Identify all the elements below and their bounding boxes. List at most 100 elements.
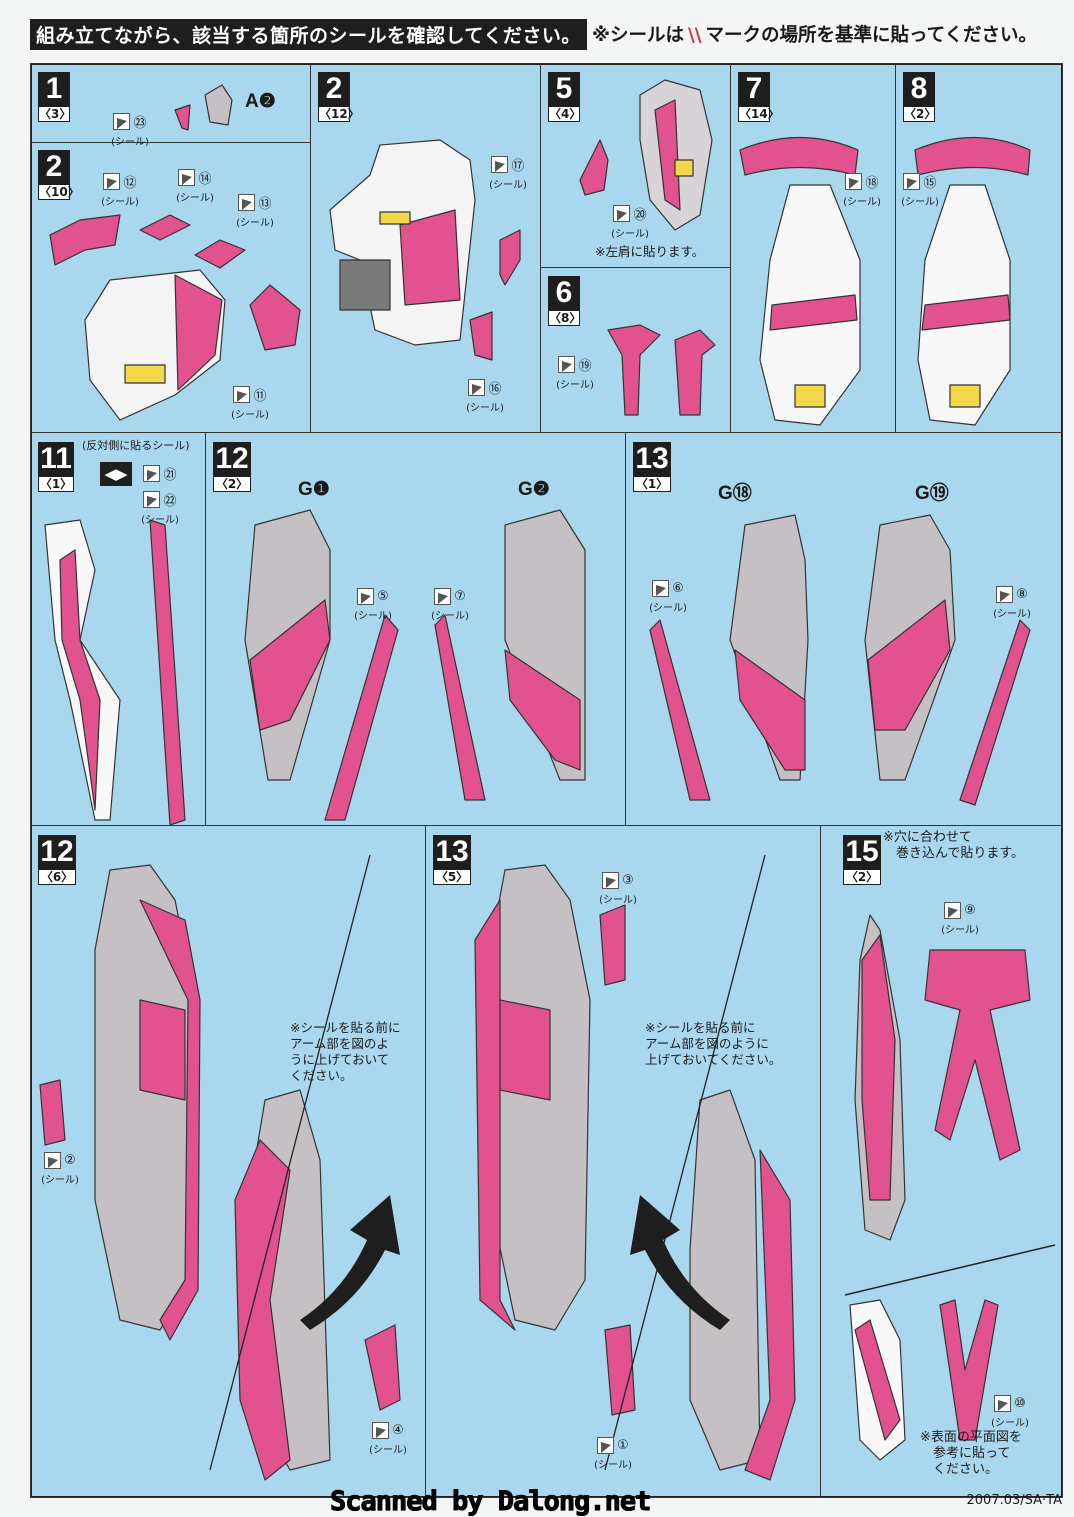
panel-step-15 [820,825,1063,1498]
sticker-icon [845,173,863,190]
sticker-number: ⑮ [923,176,937,191]
step-number: 7 [738,72,770,106]
sticker-label: (シール) [993,609,1031,620]
instruction-heading: 組み立てながら、該当する箇所のシールを確認してください。 [30,19,587,50]
sticker-label: (シール) [369,1445,407,1456]
part-label-g18: G⑱ [718,483,752,504]
step-number: 1 [38,72,70,106]
sticker-19b-shape [674,329,716,416]
sticker-number: ⑬ [258,197,272,212]
step-qty: 〈2〉 [903,106,937,122]
sticker-9-shape [924,949,1031,1161]
sticker-label: (シール) [901,197,939,208]
sticker-icon [44,1152,62,1169]
sticker-number: ① [617,1438,629,1453]
note-left-shoulder: ※左肩に貼ります。 [595,244,705,259]
sticker-number: ⑧ [1016,587,1028,602]
sticker-number: ⑯ [488,382,502,397]
sticker-callout-23: ㉓(シール) [100,112,160,148]
sticker-label: (シール) [599,895,637,906]
sticker-number: ④ [392,1423,404,1438]
step-badge: 6〈8〉 [548,276,581,326]
sticker-number: ⑥ [672,581,684,596]
sticker-14-shape [139,214,191,241]
sticker-label: (シール) [431,611,469,622]
sticker-23-shape [174,104,191,131]
sticker-number: ㉑ [163,468,177,483]
sticker-icon [652,580,670,597]
sticker-number: ③ [622,873,634,888]
step-number: 12 [38,835,76,869]
sticker-callout-20: ⑳(シール) [600,204,660,240]
sticker-label: (シール) [101,197,139,208]
sticker-icon [491,156,509,173]
sticker-1-shape [604,1324,636,1416]
sticker-22-shape [149,519,186,826]
sticker-15-shape [914,136,1031,176]
sticker-callout-16: ⑯(シール) [455,378,515,414]
mark-note-prefix: ※シールは [592,25,684,46]
sticker-icon [357,588,375,605]
sticker-callout-19: ⑲(シール) [545,355,605,391]
sticker-label: (シール) [141,515,179,526]
sticker-icon [143,491,161,508]
sticker-label: (シール) [41,1175,79,1186]
step-badge: 5〈4〉 [548,72,581,122]
step-qty: 〈14〉 [738,106,780,122]
sticker-icon [602,872,620,889]
step-number: 8 [903,72,935,106]
sticker-number: ⑪ [253,389,267,404]
sticker-icon [113,113,131,130]
sticker-7-shape [434,614,486,801]
sticker-icon [372,1422,390,1439]
sticker-label: (シール) [236,218,274,229]
sticker-label: (シール) [354,611,392,622]
placement-mark-icon: \\ [688,25,702,46]
sticker-label: (シール) [594,1460,632,1471]
arrow-up-12 [300,1195,400,1330]
sticker-number: ⑩ [1014,1396,1026,1411]
part-label-a2: A❷ [245,91,276,112]
sticker-number: ② [64,1153,76,1168]
mirror-icon: ◀▶ [100,462,132,486]
sticker-callout-4: ④ (シール) [358,1422,418,1456]
sticker-number: ⑤ [377,589,389,604]
step-qty: 〈1〉 [633,476,671,492]
sticker-8-shape [959,619,1031,806]
scanner-watermark: Scanned by Dalong.net [329,1486,651,1517]
part-a2 [204,84,233,126]
sticker-icon [558,356,576,373]
sticker-18-shape [739,136,859,176]
sticker-callout-21: ㉑ [130,464,190,483]
step-number: 15 [843,835,881,869]
sticker-callout-5: ⑤ (シール) [343,588,403,622]
step-number: 13 [433,835,471,869]
sticker-callout-14: ⑭(シール) [165,168,225,204]
arrow-up-13 [630,1195,730,1330]
step-number: 2 [38,150,70,184]
step-badge: 8〈2〉 [903,72,937,122]
step-badge: 13〈1〉 [633,442,671,492]
sticker-icon [434,588,452,605]
step-badge: 7〈14〉 [738,72,780,122]
sticker-icon [238,194,256,211]
sticker-2-shape [39,1079,66,1146]
sticker-callout-11: ⑪(シール) [220,385,280,421]
sticker-icon [613,205,631,222]
sticker-callout-18: ⑱(シール) [832,172,892,208]
step-badge: 15〈2〉 [843,835,881,885]
sticker-icon [233,386,251,403]
sticker-icon [103,173,121,190]
sticker-number: ⑱ [865,176,879,191]
sticker-callout-13: ⑬ (シール) [225,193,285,229]
sticker-icon [597,1437,615,1454]
sticker-16-shape [469,311,493,361]
sticker-callout-12: ⑫(シール) [90,172,150,208]
note-wrap-hole: ※穴に合わせて 巻き込んで貼ります。 [883,830,1025,861]
sticker-number: ⑲ [578,359,592,374]
step-qty: 〈10〉 [38,184,80,200]
sticker-icon [996,586,1014,603]
step-badge: 12〈2〉 [213,442,251,492]
sticker-callout-7: ⑦(シール) [420,588,480,622]
sticker-callout-9: ⑨(シール) [930,902,990,936]
